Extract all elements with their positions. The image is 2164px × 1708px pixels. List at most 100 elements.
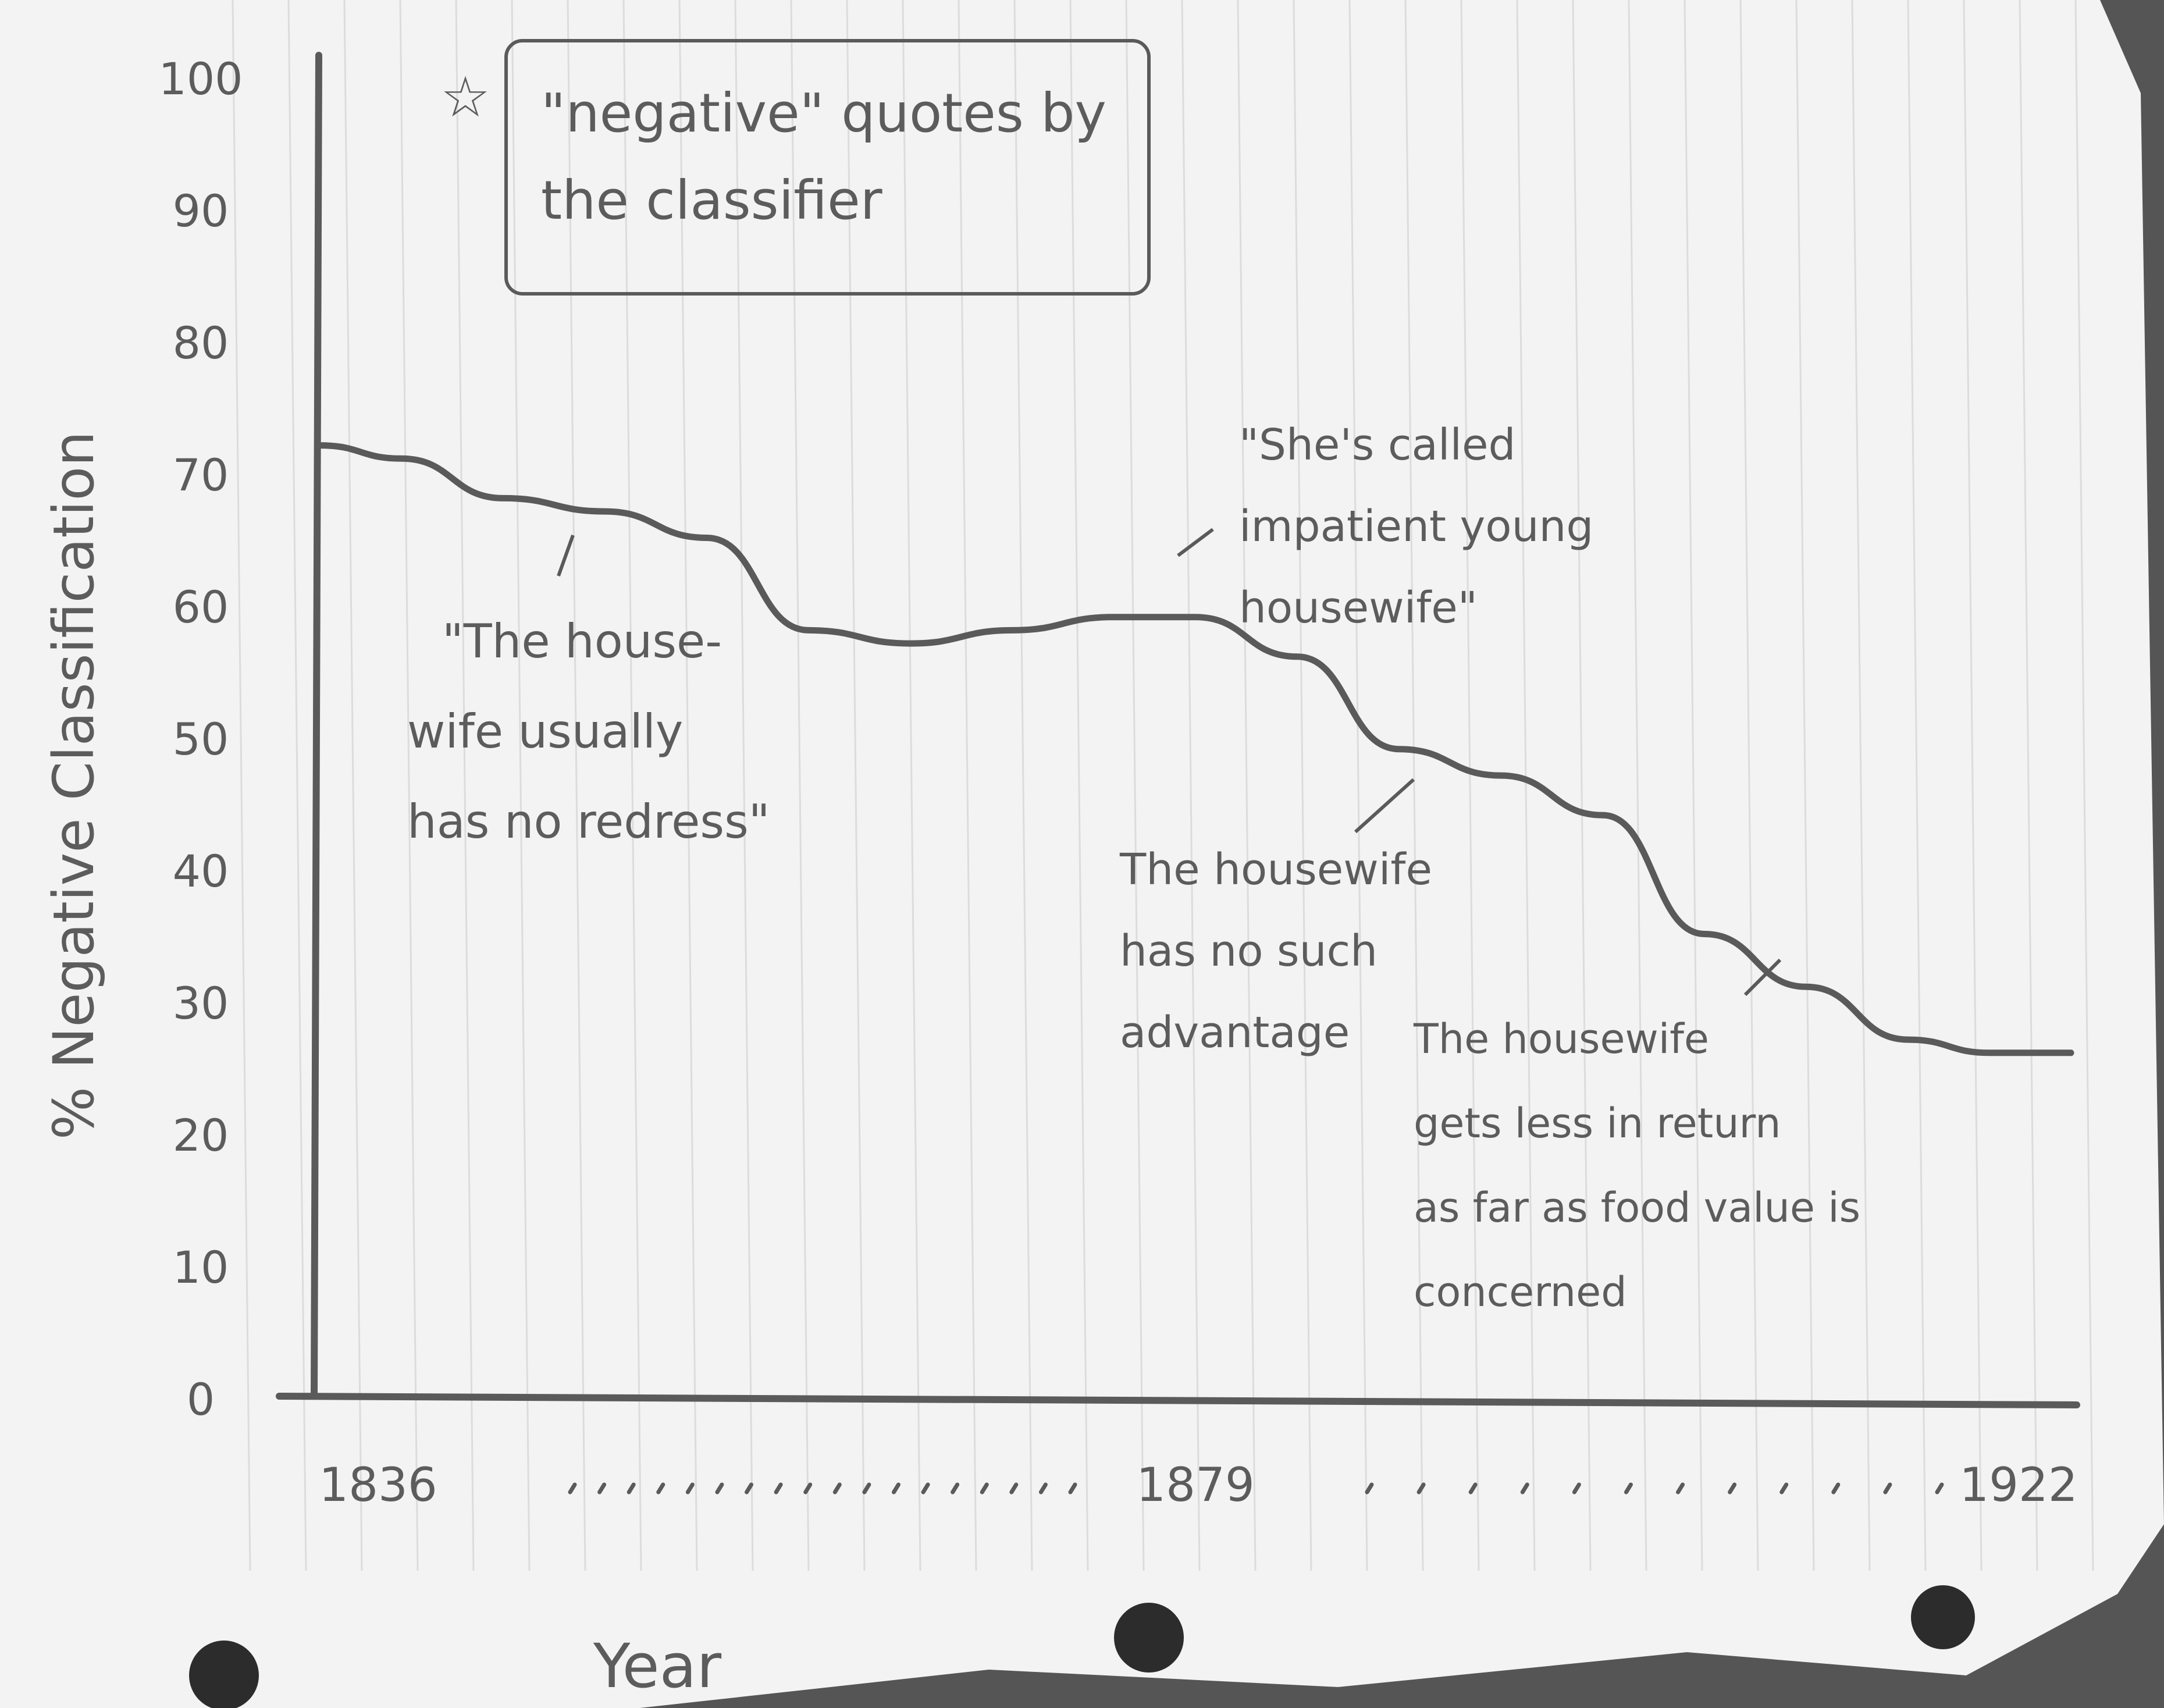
axis-dot: [1038, 1482, 1048, 1494]
axis-dot: [715, 1482, 724, 1494]
rule-line: [790, 0, 810, 1571]
annotation-line: "The house-: [442, 614, 722, 668]
axis-dot: [627, 1482, 636, 1494]
annotation-line: wife usually: [407, 704, 683, 759]
x-tick-label: 1836: [319, 1458, 437, 1512]
rule-line: [902, 0, 921, 1571]
rule-line: [1069, 0, 1089, 1571]
series-line: [316, 442, 2074, 1056]
rule-line: [678, 0, 698, 1571]
notebook-rule-lines: [232, 0, 2094, 1571]
pointer-1: [557, 534, 575, 577]
rule-line: [1963, 0, 1983, 1571]
axis-dot: [1831, 1482, 1841, 1494]
legend-text: "negative" quotes by the classifier: [541, 82, 1106, 232]
rule-line: [1907, 0, 1927, 1571]
y-tick-label: 20: [173, 1109, 229, 1161]
axis-dot: [1416, 1482, 1426, 1494]
axis-dot: [1728, 1482, 1737, 1494]
x-axis: [276, 1393, 2080, 1408]
rule-line: [1125, 0, 1145, 1571]
axis-dot: [1572, 1482, 1581, 1494]
rule-line: [287, 0, 307, 1571]
y-tick-label: 60: [173, 581, 229, 633]
legend-text-container: "negative" quotes by the classifier: [541, 82, 1106, 232]
legend-box: [504, 39, 1151, 296]
x-tick-labels: 1836 1879 1922: [319, 1458, 2078, 1512]
rule-line: [958, 0, 977, 1571]
rule-line: [511, 0, 531, 1571]
annotation-line: concerned: [1414, 1268, 1627, 1316]
rule-line: [232, 0, 251, 1571]
axis-dot: [1009, 1482, 1019, 1494]
axis-dot: [1365, 1482, 1374, 1494]
axis-dot: [921, 1482, 930, 1494]
binder-hole: [1911, 1585, 1975, 1649]
axis-dot: [1779, 1482, 1789, 1494]
y-tick-label: 70: [173, 449, 229, 501]
rule-line: [1683, 0, 1703, 1571]
annotation-line: gets less in return: [1414, 1099, 1781, 1147]
x-axis-dotted-marks: [568, 1482, 1944, 1494]
y-tick-label: 80: [173, 317, 229, 369]
y-tick-label: 40: [173, 845, 229, 897]
axis-dot: [951, 1482, 960, 1494]
axis-dot: [1883, 1482, 1892, 1494]
rule-line: [1237, 0, 1257, 1571]
annotation-4: The housewife gets less in return as far a…: [1413, 1015, 1860, 1316]
rule-line: [1181, 0, 1201, 1571]
y-axis: [311, 52, 322, 1400]
y-tick-label: 10: [173, 1241, 229, 1293]
star-icon: ☆: [440, 65, 490, 130]
annotation-line: The housewife: [1413, 1015, 1709, 1063]
rule-line: [399, 0, 419, 1571]
rule-line: [1293, 0, 1312, 1571]
series-layer: [316, 442, 2074, 1056]
rule-line: [734, 0, 754, 1571]
axis-dot: [1520, 1482, 1529, 1494]
rule-line: [1628, 0, 1647, 1571]
axis-dot: [832, 1482, 842, 1494]
annotation-line: The housewife: [1119, 845, 1432, 895]
pointer-3: [1354, 778, 1415, 834]
rule-line: [567, 0, 586, 1571]
rule-line: [1348, 0, 1368, 1571]
x-tick-label: 1879: [1136, 1458, 1255, 1512]
annotation-line: impatient young: [1239, 501, 1593, 551]
rule-line: [1013, 0, 1033, 1571]
axis-dot: [774, 1482, 783, 1494]
axis-dot: [745, 1482, 754, 1494]
rule-line: [1404, 0, 1424, 1571]
axis-dot: [862, 1482, 871, 1494]
x-tick-label: 1922: [1959, 1458, 2078, 1512]
rule-line: [846, 0, 866, 1571]
rule-line: [1516, 0, 1536, 1571]
axis-dot: [980, 1482, 989, 1494]
y-tick-label: 50: [173, 713, 229, 765]
rule-line: [622, 0, 642, 1571]
y-axis-label: % Negative Classification: [41, 431, 106, 1140]
rule-line: [2019, 0, 2038, 1571]
y-tick-label: 90: [173, 185, 229, 237]
pointer-4: [1743, 958, 1782, 997]
axis-dot: [568, 1482, 577, 1494]
axis-dot: [891, 1482, 901, 1494]
annotation-line: has no such: [1120, 926, 1378, 976]
binder-hole: [189, 1641, 259, 1708]
axis-dot: [1935, 1482, 1944, 1494]
rule-line: [1851, 0, 1871, 1571]
y-tick-label: 30: [173, 977, 229, 1029]
y-tick-label: 0: [187, 1373, 215, 1425]
axis-dot: [1468, 1482, 1478, 1494]
binder-hole: [1114, 1603, 1184, 1673]
pointer-2: [1177, 528, 1214, 557]
annotation-line: as far as food value is: [1414, 1184, 1860, 1232]
rule-line: [1795, 0, 1815, 1571]
rule-line: [2074, 0, 2094, 1571]
axis-dot: [656, 1482, 665, 1494]
